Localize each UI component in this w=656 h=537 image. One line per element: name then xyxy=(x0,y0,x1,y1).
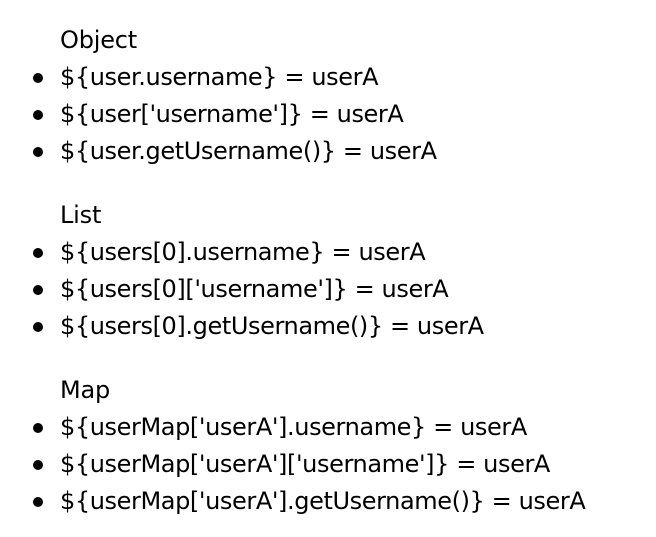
bullet-list: ${users[0].username} = userA ${users[0][… xyxy=(0,234,656,345)
bullet-icon xyxy=(33,285,43,295)
list-item: ${users[0].username} = userA xyxy=(0,234,656,271)
bullet-list: ${userMap['userA'].username} = userA ${u… xyxy=(0,409,656,520)
section-title: List xyxy=(60,201,102,229)
list-item: ${userMap['userA']['username']} = userA xyxy=(0,446,656,483)
bullet-icon xyxy=(33,110,43,120)
list-item: ${userMap['userA'].username} = userA xyxy=(0,409,656,446)
bullet-icon xyxy=(33,322,43,332)
list-item-text: ${users[0].getUsername()} = userA xyxy=(60,312,484,340)
section-list: List ${users[0].username} = userA ${user… xyxy=(0,197,656,345)
section-title: Object xyxy=(60,26,137,54)
bullet-icon xyxy=(33,147,43,157)
section-map: Map ${userMap['userA'].username} = userA… xyxy=(0,372,656,520)
bullet-icon xyxy=(33,73,43,83)
list-item-text: ${users[0].username} = userA xyxy=(60,238,426,266)
list-item-text: ${user.username} = userA xyxy=(60,63,379,91)
bullet-icon xyxy=(33,497,43,507)
list-item: ${user.username} = userA xyxy=(0,59,656,96)
list-item-text: ${user['username']} = userA xyxy=(60,100,404,128)
bullet-icon xyxy=(33,248,43,258)
section-object: Object ${user.username} = userA ${user['… xyxy=(0,22,656,170)
list-item-text: ${userMap['userA'].username} = userA xyxy=(60,413,527,441)
bullet-icon xyxy=(33,423,43,433)
bullet-icon xyxy=(33,460,43,470)
list-item-text: ${user.getUsername()} = userA xyxy=(60,137,437,165)
list-item-text: ${userMap['userA'].getUsername()} = user… xyxy=(60,487,586,515)
list-item: ${users[0]['username']} = userA xyxy=(0,271,656,308)
list-item: ${userMap['userA'].getUsername()} = user… xyxy=(0,483,656,520)
bullet-list: ${user.username} = userA ${user['usernam… xyxy=(0,59,656,170)
list-item-text: ${users[0]['username']} = userA xyxy=(60,275,449,303)
list-item: ${user.getUsername()} = userA xyxy=(0,133,656,170)
list-item: ${user['username']} = userA xyxy=(0,96,656,133)
list-item-text: ${userMap['userA']['username']} = userA xyxy=(60,450,550,478)
list-item: ${users[0].getUsername()} = userA xyxy=(0,308,656,345)
section-title: Map xyxy=(60,376,111,404)
